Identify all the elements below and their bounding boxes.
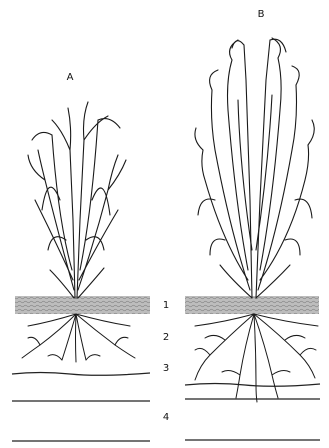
layer-label-3: 3 [163,363,169,374]
plant-b-shoot [195,38,314,298]
plant-a-roots [22,314,135,362]
plant-b-roots [195,314,318,402]
soil-band-right [185,296,319,314]
layer-label-1: 1 [163,300,169,311]
boundary-3-left [12,373,150,376]
layer-label-4: 4 [163,412,169,423]
panel-label-a: A [67,72,74,83]
panel-label-b: B [258,9,265,20]
plant-a-shoot [28,102,126,298]
soil-band-left [15,296,150,314]
layer-label-2: 2 [163,332,169,343]
boundary-3-right [185,384,320,387]
